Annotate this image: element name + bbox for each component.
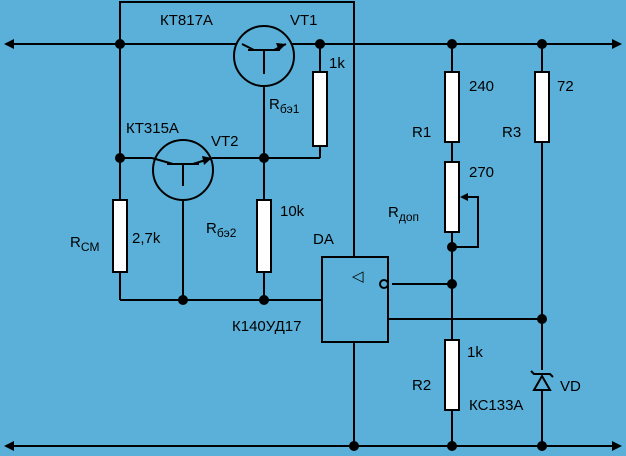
resistor-rbe2 <box>256 199 272 273</box>
rbe2-value-label: 10k <box>280 203 305 220</box>
junctions <box>115 39 547 451</box>
vt1-ref-label: VT1 <box>290 12 318 29</box>
r1-ref-label: R1 <box>412 124 431 141</box>
rdop-value-label: 270 <box>469 164 494 181</box>
bottom-rail <box>4 441 622 451</box>
junction-dot <box>447 279 457 289</box>
r2-ref-label: R2 <box>412 377 431 394</box>
vt1-type-label: КТ817А <box>160 12 213 29</box>
junction-dot <box>259 295 269 305</box>
r3-ref-label: R3 <box>502 124 521 141</box>
r2-value-label: 1k <box>467 344 483 361</box>
vd-type-label: КС133А <box>469 397 523 414</box>
junction-dot <box>115 153 125 163</box>
vt2-ref-label: VT2 <box>211 133 239 150</box>
da-type-label: К140УД17 <box>232 318 301 335</box>
resistor-rcm <box>112 199 128 273</box>
rcm-value-label: 2,7k <box>132 230 161 247</box>
junction-dot <box>349 441 359 451</box>
r1-value-label: 240 <box>469 78 494 95</box>
resistor-r3 <box>534 71 550 143</box>
transistor-vt2-symbol <box>151 139 214 201</box>
rbe2-name-label: Rбэ2 <box>206 220 237 240</box>
vt2-type-label: КТ315А <box>126 120 179 137</box>
junction-dot <box>315 39 325 49</box>
junction-dot <box>115 39 125 49</box>
vd-ref-label: VD <box>560 378 581 395</box>
rdop-name-label: Rдоп <box>388 204 419 224</box>
junction-dot <box>447 39 457 49</box>
junction-dot <box>537 39 547 49</box>
junction-dot <box>447 242 457 252</box>
resistor-r2 <box>444 339 460 411</box>
zener-diode-icon <box>530 370 554 391</box>
da-ref-label: DA <box>313 231 334 248</box>
rbe1-name-label: Rбэ1 <box>269 96 300 116</box>
junction-dot <box>537 441 547 451</box>
junction-dot <box>178 295 188 305</box>
junction-dot <box>537 314 547 324</box>
junction-dot <box>447 441 457 451</box>
resistor-r1 <box>444 71 460 143</box>
rcm-name-label: RCM <box>70 234 100 254</box>
opamp-da-symbol <box>321 256 389 343</box>
resistor-rdop <box>444 161 460 233</box>
junction-dot <box>259 153 269 163</box>
resistor-rbe1 <box>312 71 328 147</box>
opamp-triangle-icon: ◁ <box>352 268 364 285</box>
rbe1-value-label: 1k <box>329 55 345 72</box>
r3-value-label: 72 <box>557 78 574 95</box>
transistor-vt1-symbol <box>233 25 295 87</box>
